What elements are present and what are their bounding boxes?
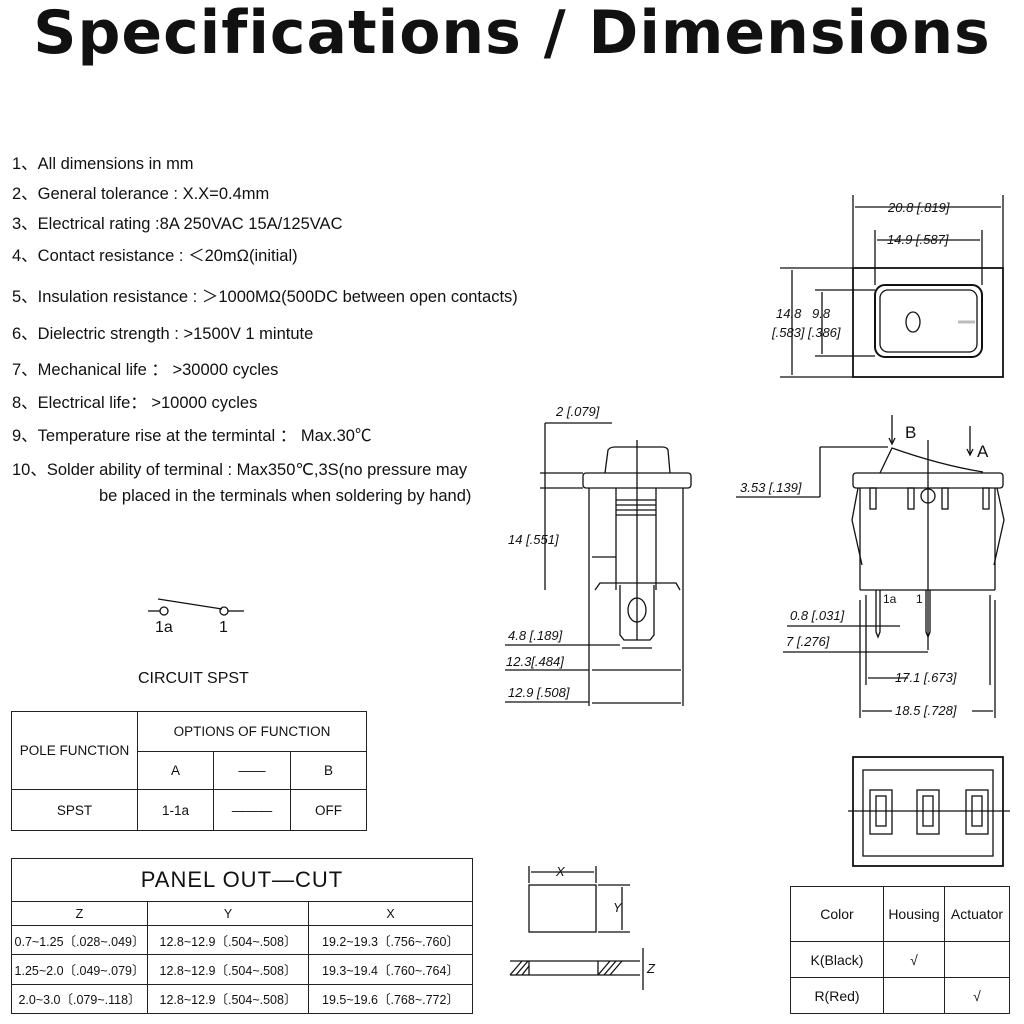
spec-item: 4、Contact resistance : ＜20mΩ(initial): [12, 247, 298, 265]
dim-body-width: 17.1 [.673]: [895, 670, 957, 685]
dim-height-in: [.583]: [771, 325, 805, 340]
color-table: Color Housing Actuator K(Black)√ R(Red)√: [790, 886, 1010, 1014]
top-view-drawing: 20.8 [.819] 14.9 [.587] 14.8 [.583] 9.8 …: [771, 195, 1004, 378]
cell: 2.0~3.0〔.079~.118〕: [11, 983, 148, 1015]
cell: 19.5~19.6〔.768~.772〕: [308, 983, 473, 1015]
dim-inner-width: 14.9 [.587]: [887, 232, 949, 247]
table-row: R(Red) √: [790, 977, 1010, 1014]
pole-function-header: POLE FUNCTION: [11, 711, 138, 790]
circuit-pin-1a: 1a: [155, 619, 173, 636]
options-header: OPTIONS OF FUNCTION: [137, 711, 367, 752]
option-col-mid: ——: [213, 751, 292, 790]
spec-item: 5、Insulation resistance : ＞1000MΩ(500DC …: [12, 288, 518, 306]
dim-height: 14.8: [776, 306, 802, 321]
dim-pin-width: 0.8 [.031]: [790, 608, 845, 623]
spec-item: 10、Solder ability of terminal : Max350℃,…: [12, 461, 468, 479]
pole-value: SPST: [11, 789, 138, 831]
housing-header: Housing: [883, 886, 945, 942]
cell: √: [944, 977, 1010, 1014]
option-value-a: 1-1a: [136, 789, 215, 831]
dim-inner-height-in: [.386]: [807, 325, 841, 340]
cell: √: [883, 941, 945, 978]
cell: K(Black): [790, 941, 884, 978]
table-row: K(Black)√: [790, 941, 1010, 978]
cell: 19.2~19.3〔.756~.760〕: [308, 924, 473, 956]
spec-item: be placed in the terminals when solderin…: [99, 487, 472, 505]
cell: 0.7~1.25〔.028~.049〕: [11, 924, 148, 956]
actuator-header: Actuator: [944, 886, 1010, 942]
option-col-b: B: [290, 751, 367, 790]
color-header: Color: [790, 886, 884, 942]
table-row: 1.25~2.0〔.049~.079〕12.8~12.9〔.504~.508〕1…: [11, 954, 473, 985]
cell: 12.8~12.9〔.504~.508〕: [147, 983, 309, 1015]
pin-label-1a: 1a: [883, 592, 897, 606]
cell: 1.25~2.0〔.049~.079〕: [11, 954, 148, 985]
dim-width: 20.8 [.819]: [887, 200, 950, 215]
label-a: A: [977, 442, 989, 461]
cutout-dim-z: Z: [646, 961, 656, 976]
dim-pin-pitch: 7 [.276]: [786, 634, 830, 649]
dim-flange-depth: 12.9 [.508]: [508, 685, 570, 700]
table-row: 2.0~3.0〔.079~.118〕12.8~12.9〔.504~.508〕19…: [11, 983, 473, 1015]
function-table: POLE FUNCTION OPTIONS OF FUNCTION A —— B…: [11, 711, 367, 831]
cell: 12.8~12.9〔.504~.508〕: [147, 954, 309, 985]
panel-cutout-diagram: X Y Z: [509, 864, 656, 990]
cutout-header-x: X: [308, 901, 473, 926]
circuit-pin-1: 1: [219, 619, 228, 636]
dim-terminal: 4.8 [.189]: [508, 628, 563, 643]
cell: 19.3~19.4〔.760~.764〕: [308, 954, 473, 985]
panel-cutout-table: PANEL OUT—CUT Z Y X 0.7~1.25〔.028~.049〕1…: [11, 858, 473, 1015]
spec-item: 7、Mechanical life ： >30000 cycles: [12, 361, 279, 379]
front-view-drawing: B A 3.53 [.139] 1a 1 0.8 [.031] 7 [.276]…: [736, 415, 1005, 718]
dim-side-height: 14 [.551]: [508, 532, 559, 547]
spec-item: 8、Electrical life： >10000 cycles: [12, 394, 258, 412]
option-col-a: A: [136, 751, 215, 790]
cutout-dim-y: Y: [613, 900, 623, 915]
option-value-b: OFF: [290, 789, 367, 831]
cutout-header-z: Z: [11, 901, 148, 926]
cell: 12.8~12.9〔.504~.508〕: [147, 924, 309, 956]
page-title: Specifications / Dimensions: [33, 0, 991, 68]
cutout-header-y: Y: [147, 901, 309, 926]
dim-rocker: 3.53 [.139]: [740, 480, 802, 495]
spec-item: 2、General tolerance : X.X=0.4mm: [12, 185, 270, 203]
table-row: 0.7~1.25〔.028~.049〕12.8~12.9〔.504~.508〕1…: [11, 924, 473, 956]
dim-top: 2 [.079]: [555, 404, 600, 419]
cell: R(Red): [790, 977, 884, 1014]
dim-body-depth: 12.3[.484]: [506, 654, 564, 669]
circuit-diagram: 1a 1: [148, 598, 244, 636]
panel-cutout-title: PANEL OUT—CUT: [11, 858, 473, 902]
option-value-mid: ———: [213, 789, 292, 831]
cutout-dim-x: X: [555, 864, 566, 879]
label-b: B: [905, 423, 916, 442]
side-view-drawing: 2 [.079] 14 [.551] 4.8 [.189] 12.3[.484]…: [505, 404, 692, 706]
spec-item: 3、Electrical rating :8A 250VAC 15A/125VA…: [12, 215, 343, 233]
spec-item: 9、Temperature rise at the termintal ： Ma…: [12, 427, 372, 445]
cell: [944, 941, 1010, 978]
pin-label-1: 1: [916, 592, 923, 606]
cell: [883, 977, 945, 1014]
dim-inner-height: 9.8: [812, 306, 831, 321]
bottom-view-drawing: [848, 756, 1010, 867]
dim-flange-width: 18.5 [.728]: [895, 703, 957, 718]
spec-item: 6、Dielectric strength : >1500V 1 mintute: [12, 325, 314, 343]
circuit-label: CIRCUIT SPST: [138, 670, 249, 687]
spec-item: 1、All dimensions in mm: [12, 155, 194, 173]
